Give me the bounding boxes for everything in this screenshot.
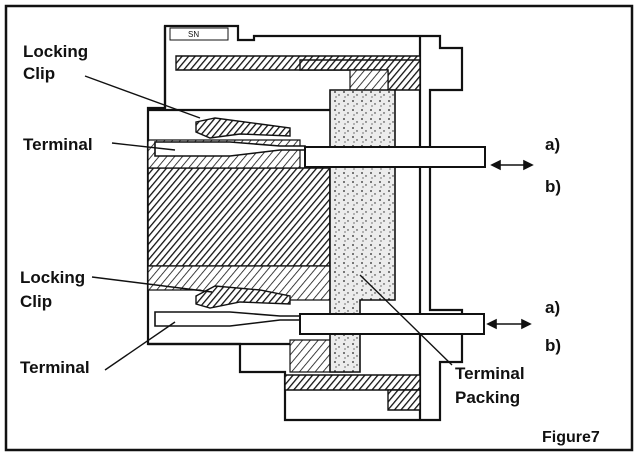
label-terminal-packing-1: Terminal [455, 364, 525, 383]
label-locking-clip-bottom-2: Clip [20, 292, 52, 311]
leader-locking-clip-top [84, 75, 201, 119]
label-locking-clip-top-1: Locking [23, 42, 88, 61]
upper-travel-arrow [490, 159, 534, 171]
lower-locking-clip [195, 285, 291, 309]
leader-locking-clip-bottom [91, 276, 213, 293]
label-bottom-a: a) [545, 298, 560, 317]
leader-terminal-top [111, 142, 176, 151]
figure-caption: Figure7 [542, 429, 600, 446]
figure-border [4, 4, 634, 452]
lower-terminal [154, 311, 485, 335]
label-top-b: b) [545, 177, 561, 196]
label-terminal-bottom: Terminal [20, 358, 90, 377]
housing-stamp [169, 27, 229, 41]
leader-terminal-packing [359, 274, 453, 366]
label-top-a: a) [545, 135, 560, 154]
housing-stamp-text: SN [188, 30, 199, 39]
upper-locking-clip [195, 117, 291, 139]
label-bottom-b: b) [545, 336, 561, 355]
leader-terminal-bottom [104, 321, 176, 371]
label-locking-clip-bottom-1: Locking [20, 268, 85, 287]
upper-terminal [154, 141, 486, 168]
leader-lines [84, 75, 453, 371]
label-terminal-top: Terminal [23, 135, 93, 154]
lower-travel-arrow [486, 318, 532, 330]
housing-body-hatching [147, 167, 331, 267]
label-terminal-packing-2: Packing [455, 388, 520, 407]
label-locking-clip-top-2: Clip [23, 64, 55, 83]
